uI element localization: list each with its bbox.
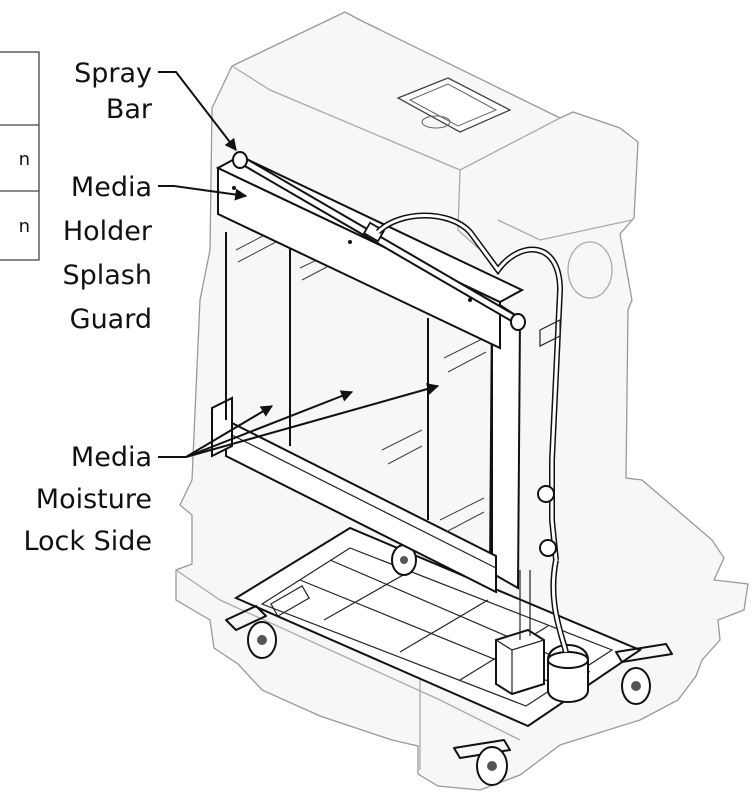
label-moisture-lock-line2: Moisture bbox=[36, 484, 152, 515]
label-spray-bar-line2: Bar bbox=[106, 94, 153, 125]
label-moisture-lock-line3: Lock Side bbox=[23, 526, 152, 557]
leader-splash-guard bbox=[158, 185, 248, 201]
callout-moisture-lock: Media Moisture Lock Side bbox=[23, 383, 440, 557]
callout-splash-guard: Media Holder Splash Guard bbox=[62, 172, 248, 335]
label-splash-guard-line2: Holder bbox=[63, 216, 153, 247]
media-holder bbox=[211, 151, 589, 703]
leader-moisture-lock-right bbox=[185, 383, 440, 458]
leader-spray-bar bbox=[158, 71, 237, 151]
label-splash-guard-line3: Splash bbox=[62, 260, 152, 291]
leader-moisture-lock-center bbox=[185, 390, 354, 458]
label-splash-guard-line4: Guard bbox=[70, 304, 152, 335]
label-moisture-lock-line1: Media bbox=[71, 442, 152, 473]
parts-table: n n bbox=[0, 51, 40, 261]
callout-spray-bar: Spray Bar bbox=[74, 58, 237, 151]
caster-left bbox=[225, 605, 277, 659]
label-splash-guard-line1: Media bbox=[71, 172, 152, 203]
table-cell-3: n bbox=[19, 216, 30, 237]
caster-front bbox=[453, 739, 511, 786]
label-spray-bar-line1: Spray bbox=[74, 58, 152, 89]
caster-right bbox=[615, 643, 673, 705]
table-cell-2: n bbox=[19, 149, 30, 170]
